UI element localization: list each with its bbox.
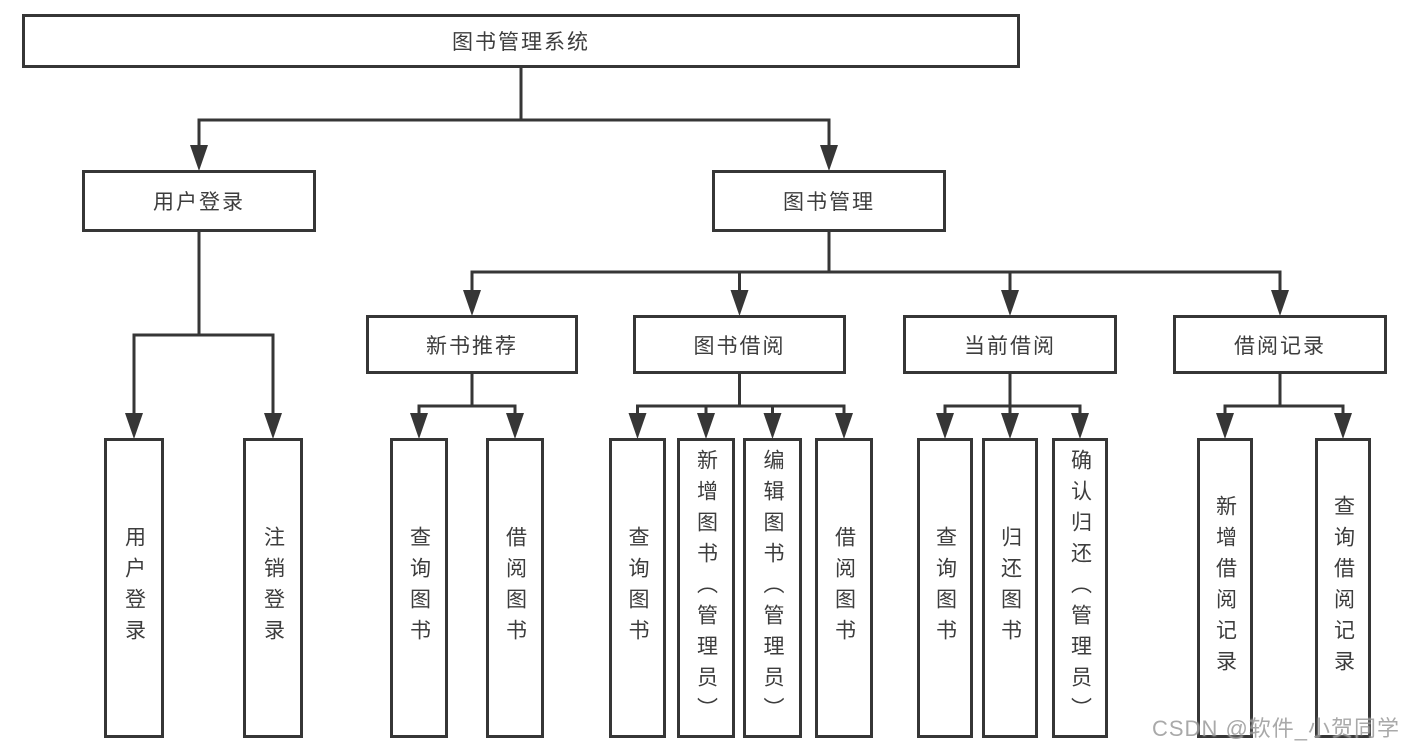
node-leaf-confirm-return: 确认归还（管理员）: [1052, 438, 1108, 738]
node-root: 图书管理系统: [22, 14, 1020, 68]
node-label-new-book-recommend: 新书推荐: [426, 334, 518, 358]
node-label-leaf-borrow-books-1: 借阅图书: [503, 526, 527, 650]
node-label-leaf-search-books-2: 查询图书: [626, 526, 649, 650]
node-label-book-borrowing: 图书借阅: [693, 334, 786, 358]
node-label-leaf-borrow-books-2: 借阅图书: [832, 526, 856, 650]
node-leaf-search-books-3: 查询图书: [917, 438, 973, 738]
node-leaf-user-login: 用户登录: [104, 438, 164, 738]
node-leaf-borrow-books-1: 借阅图书: [486, 438, 544, 738]
node-label-leaf-return-books: 归还图书: [998, 526, 1022, 650]
node-book-management: 图书管理: [712, 170, 946, 232]
node-leaf-add-borrow-record: 新增借阅记录: [1197, 438, 1253, 738]
node-label-leaf-logout: 注销登录: [261, 526, 285, 650]
node-label-root: 图书管理系统: [452, 31, 590, 54]
node-label-leaf-search-books-3: 查询图书: [933, 526, 957, 650]
node-label-current-borrowing: 当前借阅: [964, 334, 1056, 358]
node-label-book-management: 图书管理: [783, 191, 875, 214]
node-label-leaf-add-borrow-record: 新增借阅记录: [1213, 495, 1237, 681]
node-label-leaf-confirm-return: 确认归还（管理员）: [1068, 448, 1092, 728]
node-leaf-logout: 注销登录: [243, 438, 303, 738]
node-label-leaf-user-login: 用户登录: [122, 526, 146, 650]
node-leaf-search-borrow-record: 查询借阅记录: [1315, 438, 1371, 738]
node-label-leaf-edit-books: 编辑图书（管理员）: [761, 448, 784, 728]
node-leaf-search-books-2: 查询图书: [609, 438, 666, 738]
node-label-leaf-search-books-1: 查询图书: [407, 526, 431, 650]
node-book-borrowing: 图书借阅: [633, 315, 846, 374]
node-label-borrowing-records: 借阅记录: [1234, 334, 1326, 358]
node-current-borrowing: 当前借阅: [903, 315, 1117, 374]
node-leaf-edit-books: 编辑图书（管理员）: [743, 438, 802, 738]
node-leaf-return-books: 归还图书: [982, 438, 1038, 738]
node-leaf-borrow-books-2: 借阅图书: [815, 438, 873, 738]
node-leaf-add-books: 新增图书（管理员）: [677, 438, 735, 738]
watermark: CSDN @软件_小贺同学: [1152, 716, 1401, 741]
node-label-leaf-search-borrow-record: 查询借阅记录: [1331, 495, 1355, 681]
node-leaf-search-books-1: 查询图书: [390, 438, 448, 738]
node-new-book-recommend: 新书推荐: [366, 315, 578, 374]
node-label-leaf-add-books: 新增图书（管理员）: [694, 448, 718, 728]
node-label-user-login: 用户登录: [153, 191, 245, 214]
node-user-login: 用户登录: [82, 170, 316, 232]
node-borrowing-records: 借阅记录: [1173, 315, 1387, 374]
